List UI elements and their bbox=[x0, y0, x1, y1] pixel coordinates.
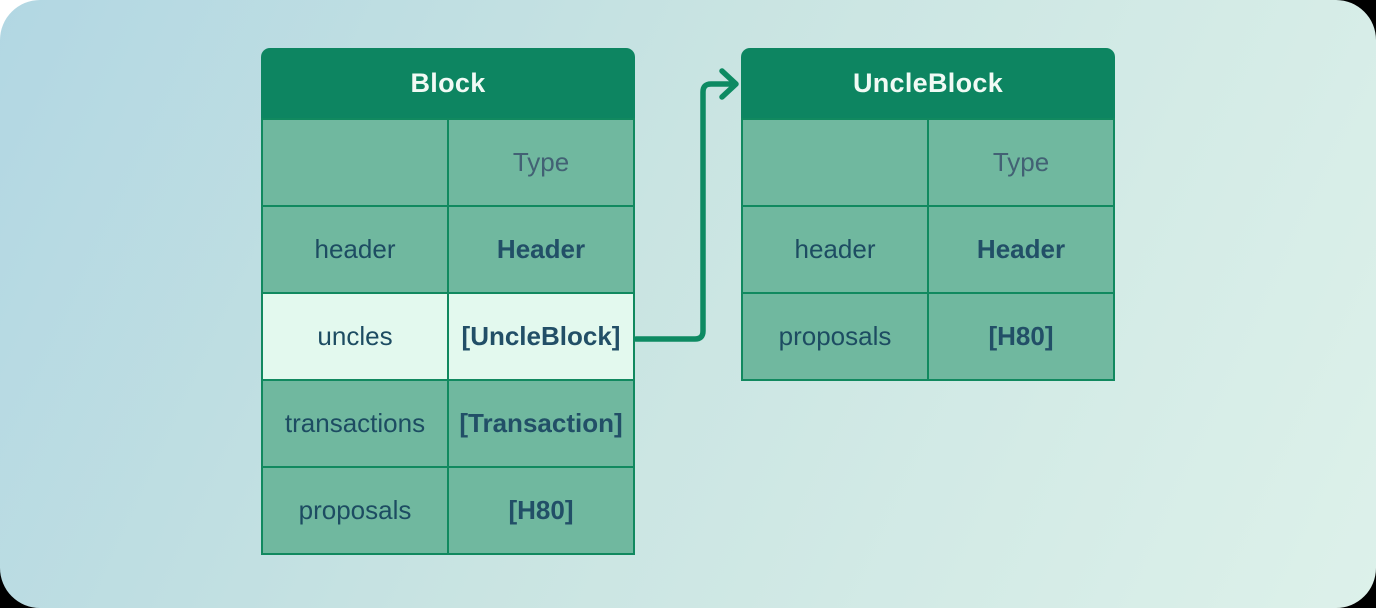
uncles-to-uncleblock-connector bbox=[633, 68, 739, 342]
connector-line bbox=[633, 81, 737, 342]
block-row-transactions-name: transactions bbox=[263, 381, 447, 466]
block-row-header-type: Header bbox=[449, 207, 633, 292]
block-table-title: Block bbox=[261, 48, 635, 118]
block-row-proposals-name: proposals bbox=[263, 468, 447, 553]
block-row-header-name: header bbox=[263, 207, 447, 292]
uncleblock-row-proposals-type: [H80] bbox=[929, 294, 1113, 379]
arrowhead-icon bbox=[719, 68, 739, 100]
uncleblock-row-header-name: header bbox=[743, 207, 927, 292]
uncleblock-table: UncleBlock Type header Header proposals … bbox=[741, 48, 1115, 381]
block-table: Block Type header Header uncles [UncleBl… bbox=[261, 48, 635, 555]
uncleblock-empty-corner-cell bbox=[743, 120, 927, 205]
uncleblock-row-proposals-name: proposals bbox=[743, 294, 927, 379]
uncleblock-table-title: UncleBlock bbox=[741, 48, 1115, 118]
block-row-uncles-name: uncles bbox=[263, 294, 447, 379]
block-table-body: Type header Header uncles [UncleBlock] t… bbox=[261, 118, 635, 555]
uncleblock-row-header-type: Header bbox=[929, 207, 1113, 292]
block-empty-corner-cell bbox=[263, 120, 447, 205]
block-row-transactions-type: [Transaction] bbox=[449, 381, 633, 466]
block-row-proposals-type: [H80] bbox=[449, 468, 633, 553]
uncleblock-type-column-header: Type bbox=[929, 120, 1113, 205]
block-row-uncles-type: [UncleBlock] bbox=[449, 294, 633, 379]
block-type-column-header: Type bbox=[449, 120, 633, 205]
uncleblock-table-body: Type header Header proposals [H80] bbox=[741, 118, 1115, 381]
